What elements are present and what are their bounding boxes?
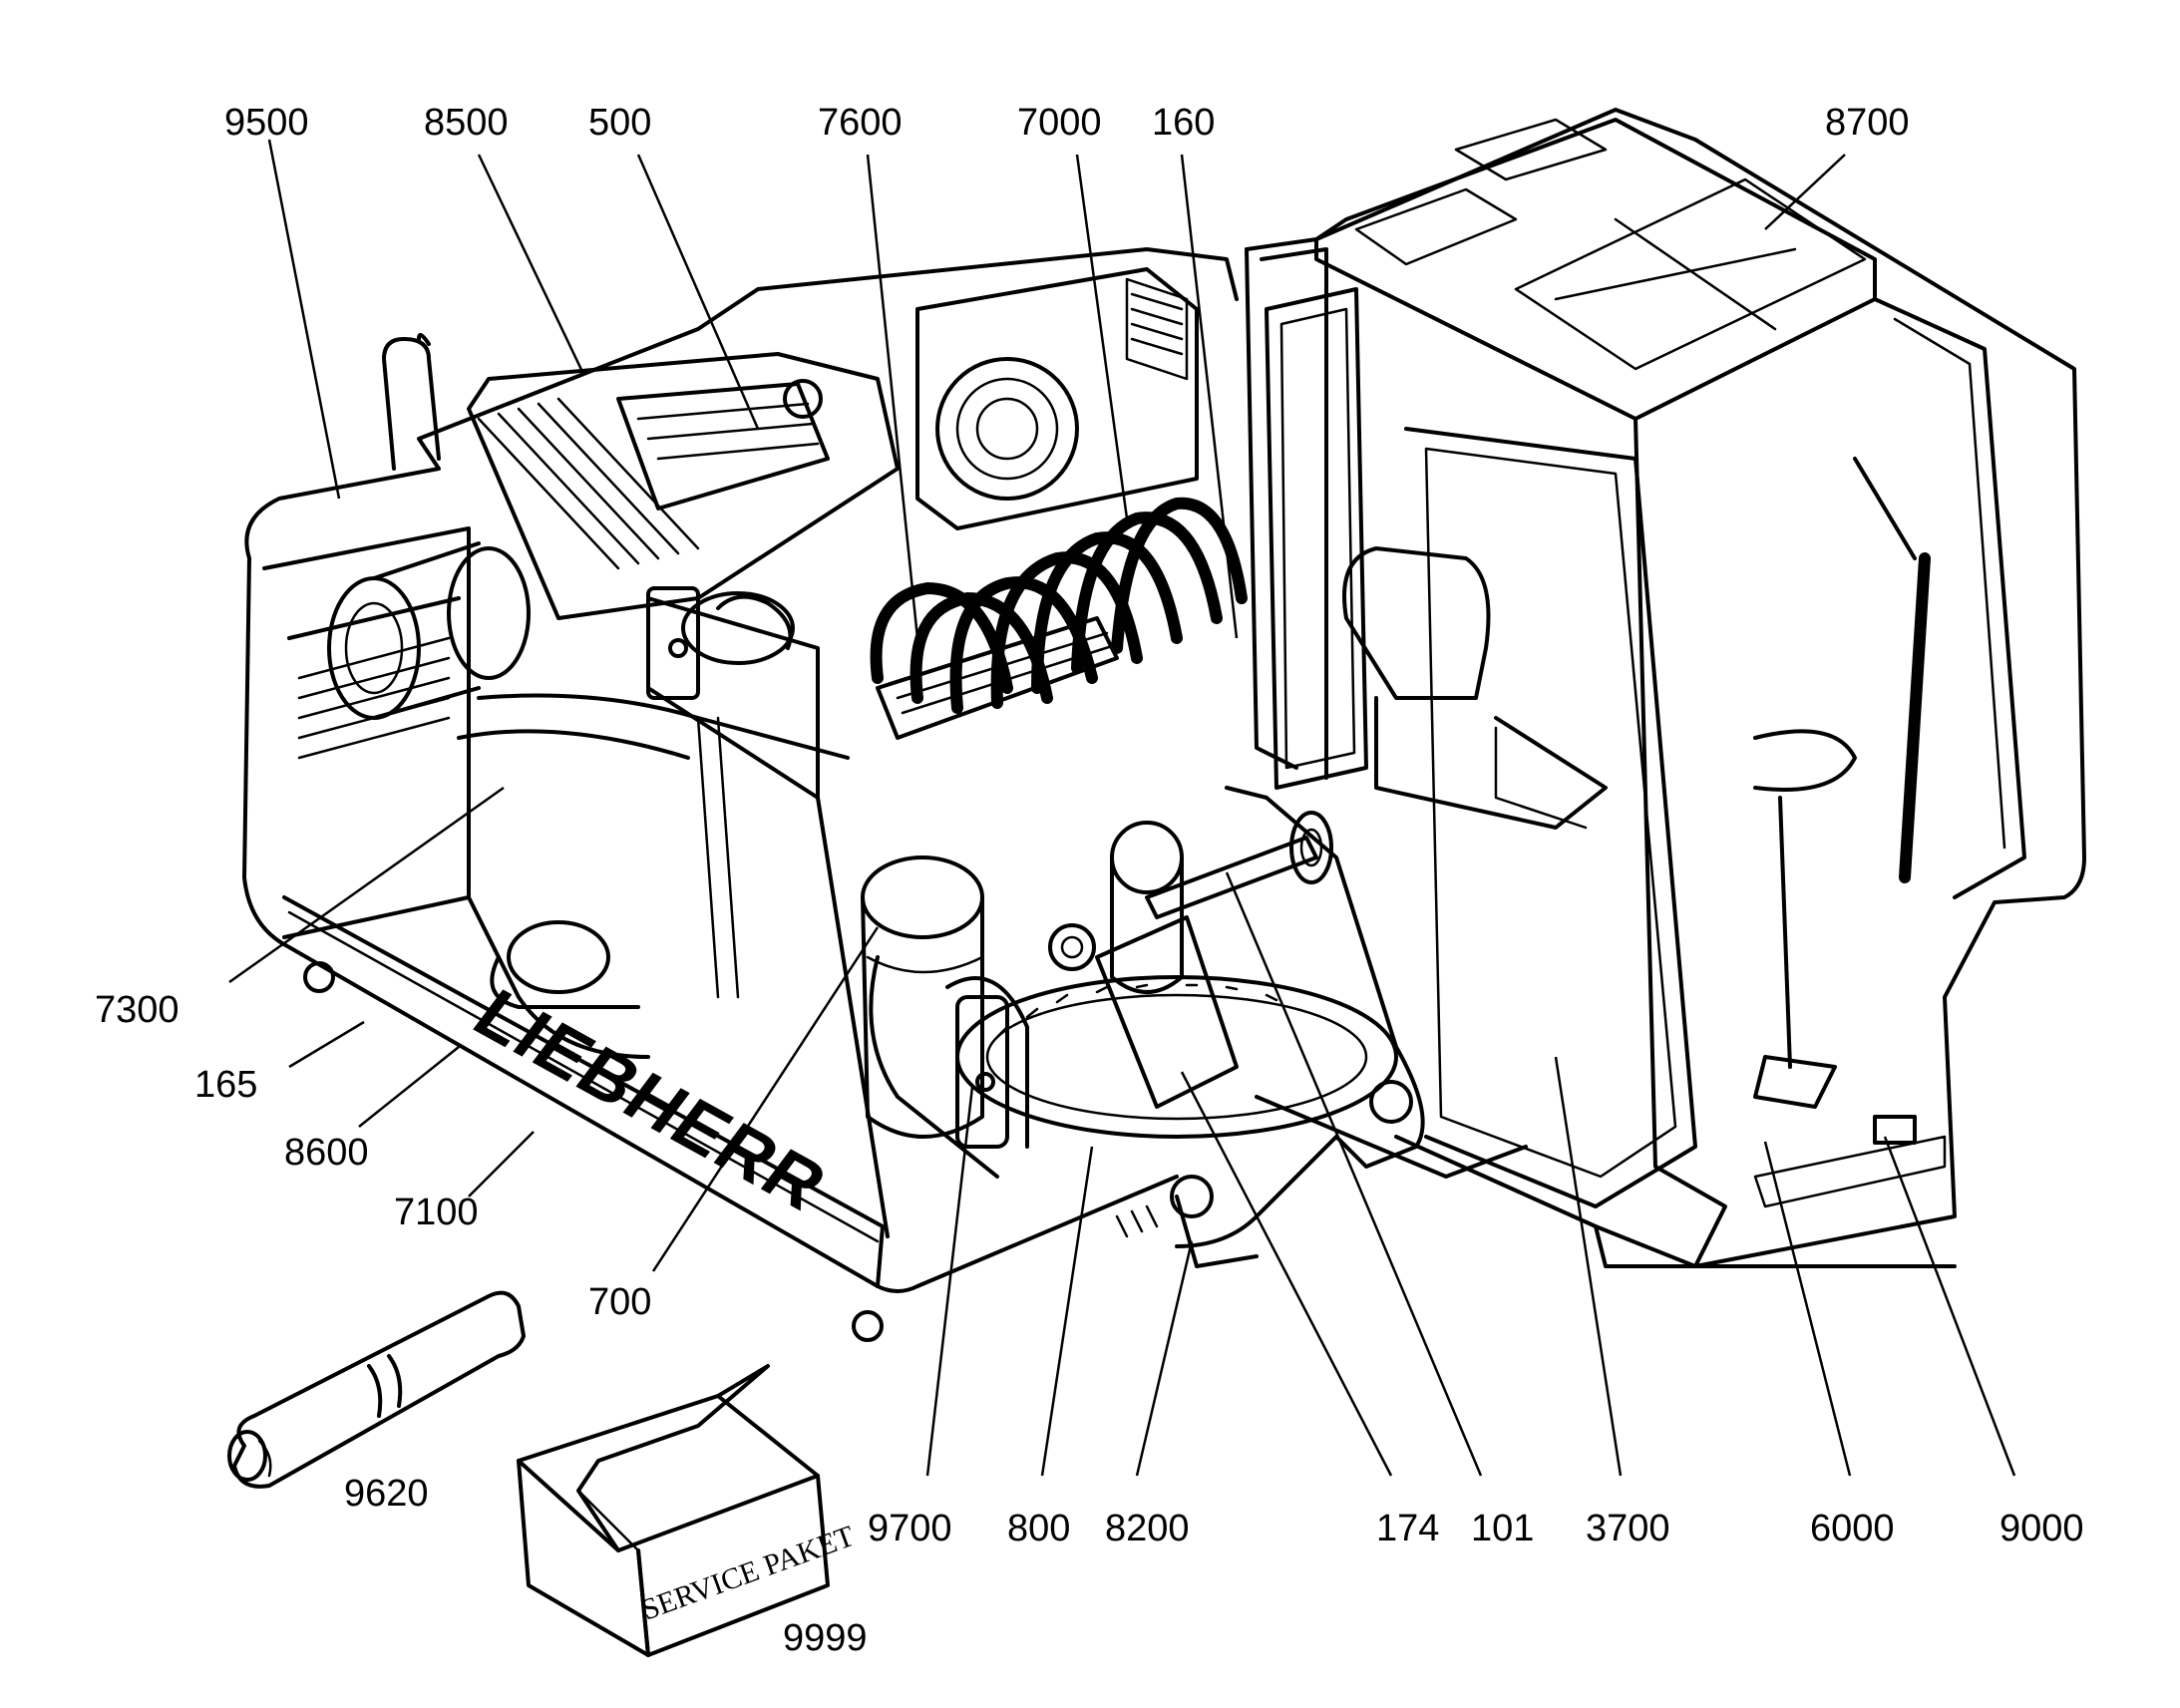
hydraulic-pump <box>861 855 1029 1179</box>
leader-500 <box>636 154 760 430</box>
rolled-tool-bag-drawing <box>227 1290 526 1489</box>
callout-174: 174 <box>1376 1508 1439 1549</box>
hydraulic-tank <box>457 586 890 1238</box>
callout-9999: 9999 <box>783 1617 868 1659</box>
callout-8700: 8700 <box>1825 102 1910 144</box>
callout-labels: 9500 8500 500 7600 7000 160 8700 7300 16… <box>95 102 2084 1659</box>
leader-7100 <box>468 1131 535 1197</box>
callout-7300: 7300 <box>95 989 180 1031</box>
callout-leader-lines <box>228 139 2016 1477</box>
leader-3700 <box>1554 1056 1623 1477</box>
callout-9700: 9700 <box>868 1508 952 1549</box>
leader-7300 <box>228 786 505 984</box>
callout-8200: 8200 <box>1105 1508 1190 1549</box>
leader-800 <box>1040 1146 1094 1477</box>
leader-160 <box>1180 154 1239 639</box>
leader-174 <box>1180 1071 1393 1477</box>
callout-101: 101 <box>1471 1508 1534 1549</box>
callout-8500: 8500 <box>424 102 509 144</box>
callout-165: 165 <box>194 1064 257 1106</box>
leader-9700 <box>925 1086 974 1477</box>
callout-8600: 8600 <box>284 1132 369 1174</box>
leader-9500 <box>267 139 341 500</box>
brand-lettering: LIEBHERR <box>459 976 842 1225</box>
counterweight-housing <box>242 247 1239 1342</box>
callout-7100: 7100 <box>394 1192 479 1233</box>
leader-165 <box>288 1020 365 1069</box>
engine-block <box>327 267 1199 720</box>
callout-9620: 9620 <box>344 1473 429 1515</box>
callout-800: 800 <box>1007 1508 1070 1549</box>
leader-6000 <box>1763 1141 1852 1477</box>
callout-3700: 3700 <box>1586 1508 1670 1549</box>
callout-9500: 9500 <box>224 102 309 144</box>
service-package-box-drawing: SERVICE PAKET <box>517 1364 859 1657</box>
leader-8500 <box>477 154 585 375</box>
callout-160: 160 <box>1152 102 1215 144</box>
leader-101 <box>1225 871 1483 1477</box>
boom-mounting-bracket <box>1115 786 1528 1268</box>
callout-700: 700 <box>588 1281 651 1323</box>
callout-9000: 9000 <box>1999 1508 2084 1549</box>
leader-8700 <box>1764 154 1846 230</box>
leader-8200 <box>1135 1240 1194 1477</box>
slewing-ring-and-gear <box>955 811 1398 1139</box>
operator-cab <box>1245 108 2086 1268</box>
excavator-upper-carriage-drawing: LIEBHERR <box>242 108 2086 1342</box>
leader-7600 <box>866 154 919 639</box>
leader-8600 <box>358 1046 460 1128</box>
hydraulic-hoses <box>870 497 1248 740</box>
leader-700 <box>651 926 880 1272</box>
leader-9000 <box>1883 1136 2016 1477</box>
callout-6000: 6000 <box>1810 1508 1895 1549</box>
callout-7600: 7600 <box>818 102 903 144</box>
leader-7000 <box>1075 154 1129 519</box>
callout-500: 500 <box>588 102 651 144</box>
callout-7000: 7000 <box>1017 102 1102 144</box>
